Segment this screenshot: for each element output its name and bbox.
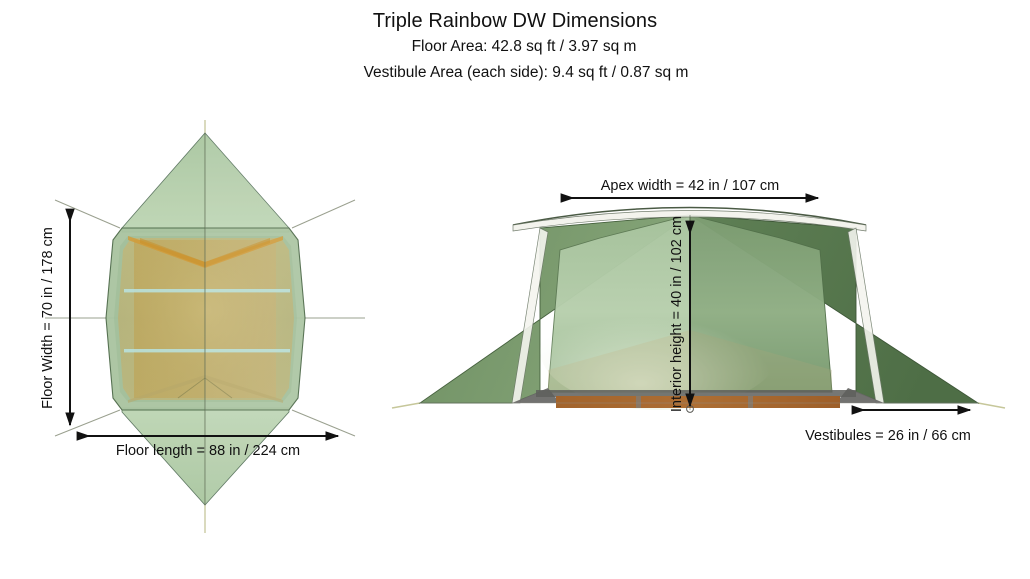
pole-lower (124, 349, 290, 353)
floor-length-label: Floor length = 88 in / 224 cm (116, 443, 300, 459)
vestibules-label: Vestibules = 26 in / 66 cm (805, 428, 971, 444)
end-view-floor-seam-left (636, 396, 641, 408)
top-view-right-half-tint (205, 133, 305, 505)
end-view-interior-shade-left (548, 330, 690, 392)
floor-width-label: Floor Width = 70 in / 178 cm (40, 227, 56, 409)
top-view-group: Floor Width = 70 in / 178 cm Floor lengt… (40, 120, 365, 533)
end-view-interior-shade-right (690, 330, 832, 392)
pole-upper (124, 289, 290, 293)
end-view-guylines (391, 402, 1006, 409)
guyline-corner-tr (291, 199, 356, 229)
end-view-apex-pole (512, 206, 867, 226)
apex-width-label: Apex width = 42 in / 107 cm (601, 178, 780, 194)
top-view-door-top-inner (140, 238, 270, 267)
guyline-corner-tl (54, 199, 121, 229)
end-view-floor-strip (556, 396, 840, 408)
top-view-poles (124, 289, 290, 353)
guyline-right-ground (977, 402, 1006, 409)
guyline-left-ground (391, 402, 421, 409)
end-view-base-band (536, 390, 856, 397)
interior-height-label: Interior height = 40 in / 102 cm (669, 216, 685, 412)
end-view-apex-pole-sleeve (512, 210, 867, 232)
end-view-interior-glow (540, 290, 780, 410)
end-view-floor-seam-right (748, 396, 753, 408)
guyline-corner-br (291, 409, 356, 437)
guyline-corner-bl (54, 409, 121, 437)
end-view-group: Apex width = 42 in / 107 cm Interior hei… (391, 178, 1006, 444)
